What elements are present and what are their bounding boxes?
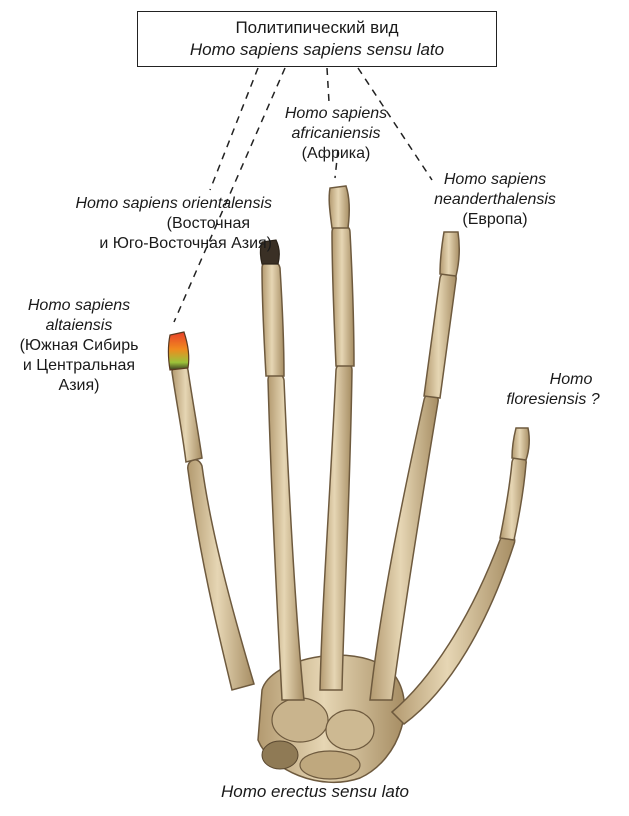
label-orientalensis-region1: (Восточная — [10, 214, 272, 234]
label-floresiensis-name2: floresiensis ? — [488, 390, 618, 410]
label-africaniensis: Homo sapiens africaniensis (Африка) — [266, 104, 406, 164]
label-africaniensis-name1: Homo sapiens — [266, 104, 406, 124]
finger-thumb — [169, 332, 255, 690]
label-africaniensis-name2: africaniensis — [266, 124, 406, 144]
label-altaiensis-region2: и Центральная — [0, 356, 158, 376]
label-neanderthalensis: Homo sapiens neanderthalensis (Европа) — [420, 170, 570, 230]
label-altaiensis-name1: Homo sapiens — [0, 296, 158, 316]
finger-middle — [320, 186, 354, 690]
finger-ring — [370, 232, 459, 700]
label-altaiensis: Homo sapiens altaiensis (Южная Сибирь и … — [0, 296, 158, 396]
label-neanderthalensis-name2: neanderthalensis — [420, 190, 570, 210]
connector-orientalensis — [210, 68, 258, 190]
label-africaniensis-region: (Африка) — [266, 144, 406, 164]
label-floresiensis-name1: Homo — [488, 370, 618, 390]
title-line-2: Homo sapiens sapiens sensu lato — [138, 39, 496, 61]
footer-caption-text: Homo erectus sensu lato — [160, 782, 470, 802]
label-altaiensis-region1: (Южная Сибирь — [0, 336, 158, 356]
title-box: Политипический вид Homo sapiens sapiens … — [137, 11, 497, 67]
label-orientalensis-region2: и Юго-Восточная Азия) — [10, 234, 272, 254]
label-neanderthalensis-name1: Homo sapiens — [420, 170, 570, 190]
label-floresiensis: Homo floresiensis ? — [488, 370, 618, 410]
title-line-1: Политипический вид — [138, 17, 496, 39]
label-neanderthalensis-region: (Европа) — [420, 210, 570, 230]
finger-index — [261, 240, 305, 700]
footer-caption: Homo erectus sensu lato — [160, 782, 470, 802]
connector-africaniensis — [327, 68, 329, 102]
label-altaiensis-name2: altaiensis — [0, 316, 158, 336]
label-altaiensis-region3: Азия) — [0, 376, 158, 396]
label-orientalensis: Homo sapiens orientalensis (Восточная и … — [10, 194, 272, 254]
label-orientalensis-name: Homo sapiens orientalensis — [10, 194, 272, 214]
